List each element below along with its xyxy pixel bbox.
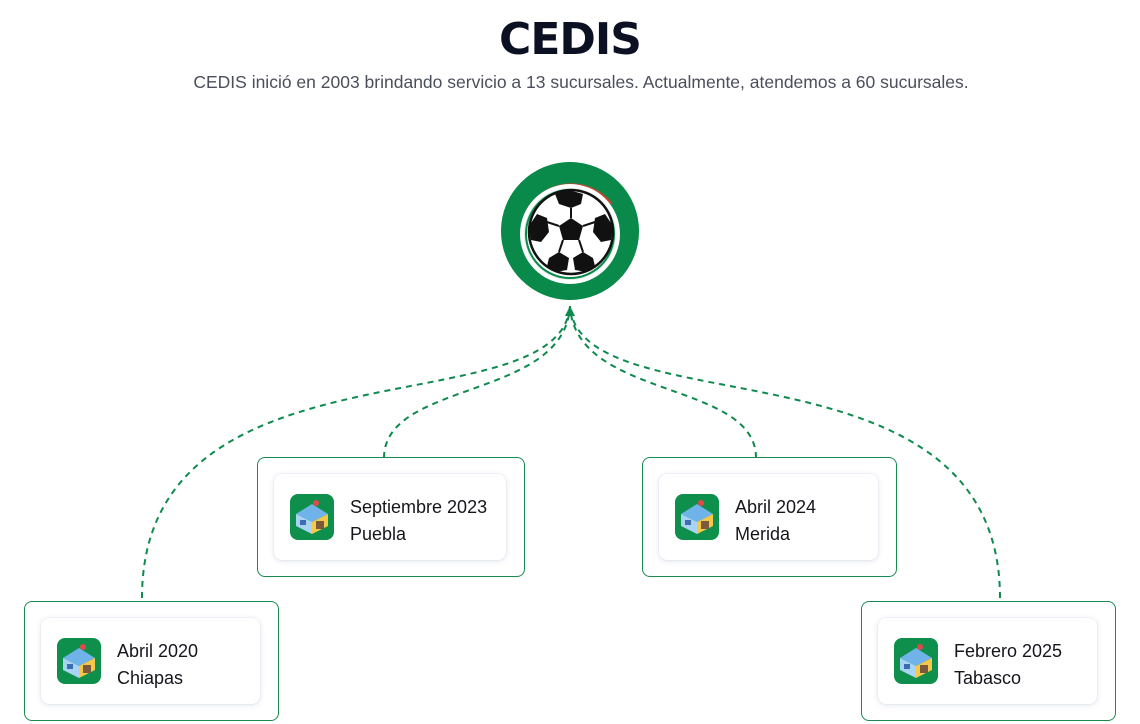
branch-card-inner: Septiembre 2023 Puebla bbox=[274, 474, 506, 560]
branch-card-chiapas: Abril 2020 Chiapas bbox=[24, 601, 279, 721]
branch-city: Puebla bbox=[350, 524, 407, 544]
branch-text: Abril 2020 Chiapas bbox=[117, 638, 198, 692]
cedis-hub bbox=[501, 162, 639, 300]
connector-merida bbox=[569, 305, 757, 459]
branch-card-merida: Abril 2024 Merida bbox=[642, 457, 897, 577]
branch-card-inner: Abril 2020 Chiapas bbox=[41, 618, 260, 704]
branch-date: Abril 2024 bbox=[735, 497, 817, 517]
soccer-ball-icon bbox=[501, 162, 639, 300]
connector-chiapas bbox=[141, 305, 571, 599]
store-building-icon bbox=[675, 494, 719, 540]
branch-city: Chiapas bbox=[117, 668, 184, 688]
branch-city: Tabasco bbox=[954, 668, 1022, 688]
store-building-icon bbox=[57, 638, 101, 684]
branch-card-inner: Febrero 2025 Tabasco bbox=[878, 618, 1097, 704]
branch-card-tabasco: Febrero 2025 Tabasco bbox=[861, 601, 1116, 721]
page-title: CEDIS bbox=[499, 14, 642, 65]
branch-text: Febrero 2025 Tabasco bbox=[954, 638, 1062, 692]
branch-date: Abril 2020 bbox=[117, 641, 199, 661]
branch-text: Abril 2024 Merida bbox=[735, 494, 816, 548]
store-building-icon bbox=[894, 638, 938, 684]
branch-card-puebla: Septiembre 2023 Puebla bbox=[257, 457, 525, 577]
page-subtitle: CEDIS inició en 2003 brindando servicio … bbox=[193, 72, 969, 92]
connector-puebla bbox=[383, 305, 571, 459]
branch-text: Septiembre 2023 Puebla bbox=[350, 494, 487, 548]
store-building-icon bbox=[290, 494, 334, 540]
connector-tabasco bbox=[569, 305, 1001, 599]
branch-city: Merida bbox=[735, 524, 791, 544]
branch-date: Febrero 2025 bbox=[954, 641, 1063, 661]
connector-arrowhead bbox=[565, 306, 575, 316]
branch-card-inner: Abril 2024 Merida bbox=[659, 474, 878, 560]
branch-date: Septiembre 2023 bbox=[350, 497, 488, 517]
